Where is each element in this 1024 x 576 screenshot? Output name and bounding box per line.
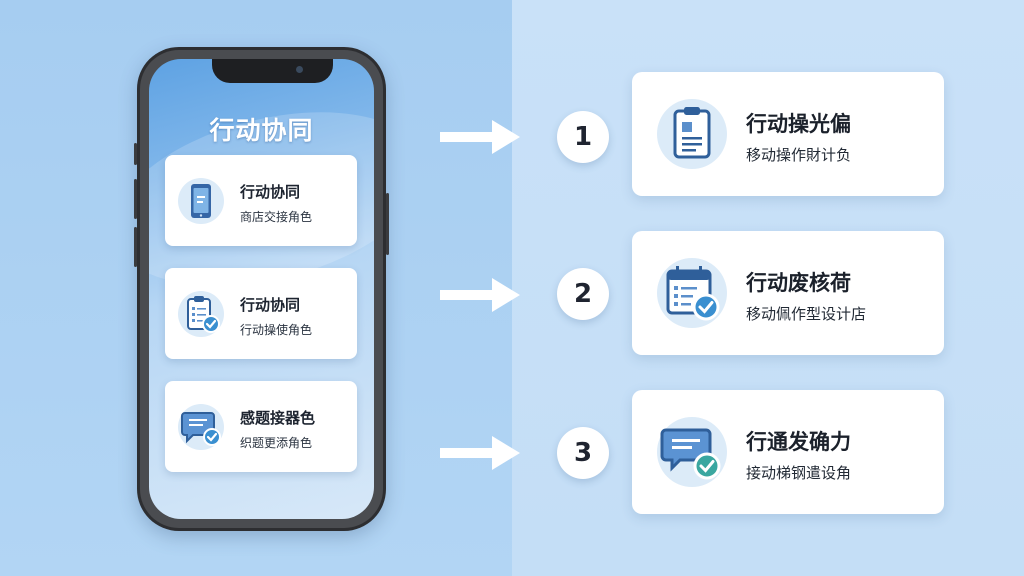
phone-app-title: 行动协同 [209,116,314,145]
chat-check-icon [657,417,727,487]
step-card-1[interactable]: 行动操光偏 移动操作財计负 [632,72,944,196]
chat-check-icon [178,404,224,450]
phone-volume-down-button [134,227,137,267]
phone-card-1[interactable]: 行动协同 商店交接角色 [165,155,357,246]
phone-power-button [386,193,389,255]
step-number-2: 2 [557,268,609,320]
step-card-3[interactable]: 行通发确力 接动梯钢遣设角 [632,390,944,514]
phone-card-subtitle: 商店交接角色 [240,210,313,224]
phone-volume-up-button [134,179,137,219]
step-card-subtitle: 移动佩作型设计店 [746,305,867,323]
camera-icon [296,66,303,73]
phone-card-2[interactable]: 行动协同 行动操使角色 [165,268,357,359]
step-card-2[interactable]: 行动废核荷 移动佩作型设计店 [632,231,944,355]
phone-card-title: 行动协同 [240,296,301,314]
phone-card-title: 感题接器色 [240,409,316,427]
phone-card-3[interactable]: 感题接器色 织题更添角色 [165,381,357,472]
phone-card-subtitle: 织题更添角色 [240,436,313,450]
phone-mockup: 行动协同 行动协同 商店交接角色 [134,47,389,531]
arrow-right-icon [440,278,520,312]
step-number-1: 1 [557,111,609,163]
calendar-check-icon [657,258,727,328]
step-number-3: 3 [557,427,609,479]
arrow-right-icon [440,120,520,154]
phone-screen: 行动协同 行动协同 商店交接角色 [149,59,374,519]
arrow-right-icon [440,436,520,470]
step-card-subtitle: 移动操作財计负 [746,146,852,164]
step-card-title: 行动废核荷 [746,271,851,295]
clipboard-icon [657,99,727,169]
phone-card-title: 行动协同 [240,183,301,201]
phone-notch [212,59,333,83]
smartphone-icon [178,178,224,224]
phone-card-subtitle: 行动操使角色 [240,323,313,337]
phone-mute-button [134,143,137,165]
step-card-title: 行通发确力 [746,430,851,454]
step-card-title: 行动操光偏 [746,112,851,136]
clipboard-check-icon [178,291,224,337]
step-card-subtitle: 接动梯钢遣设角 [746,464,852,482]
